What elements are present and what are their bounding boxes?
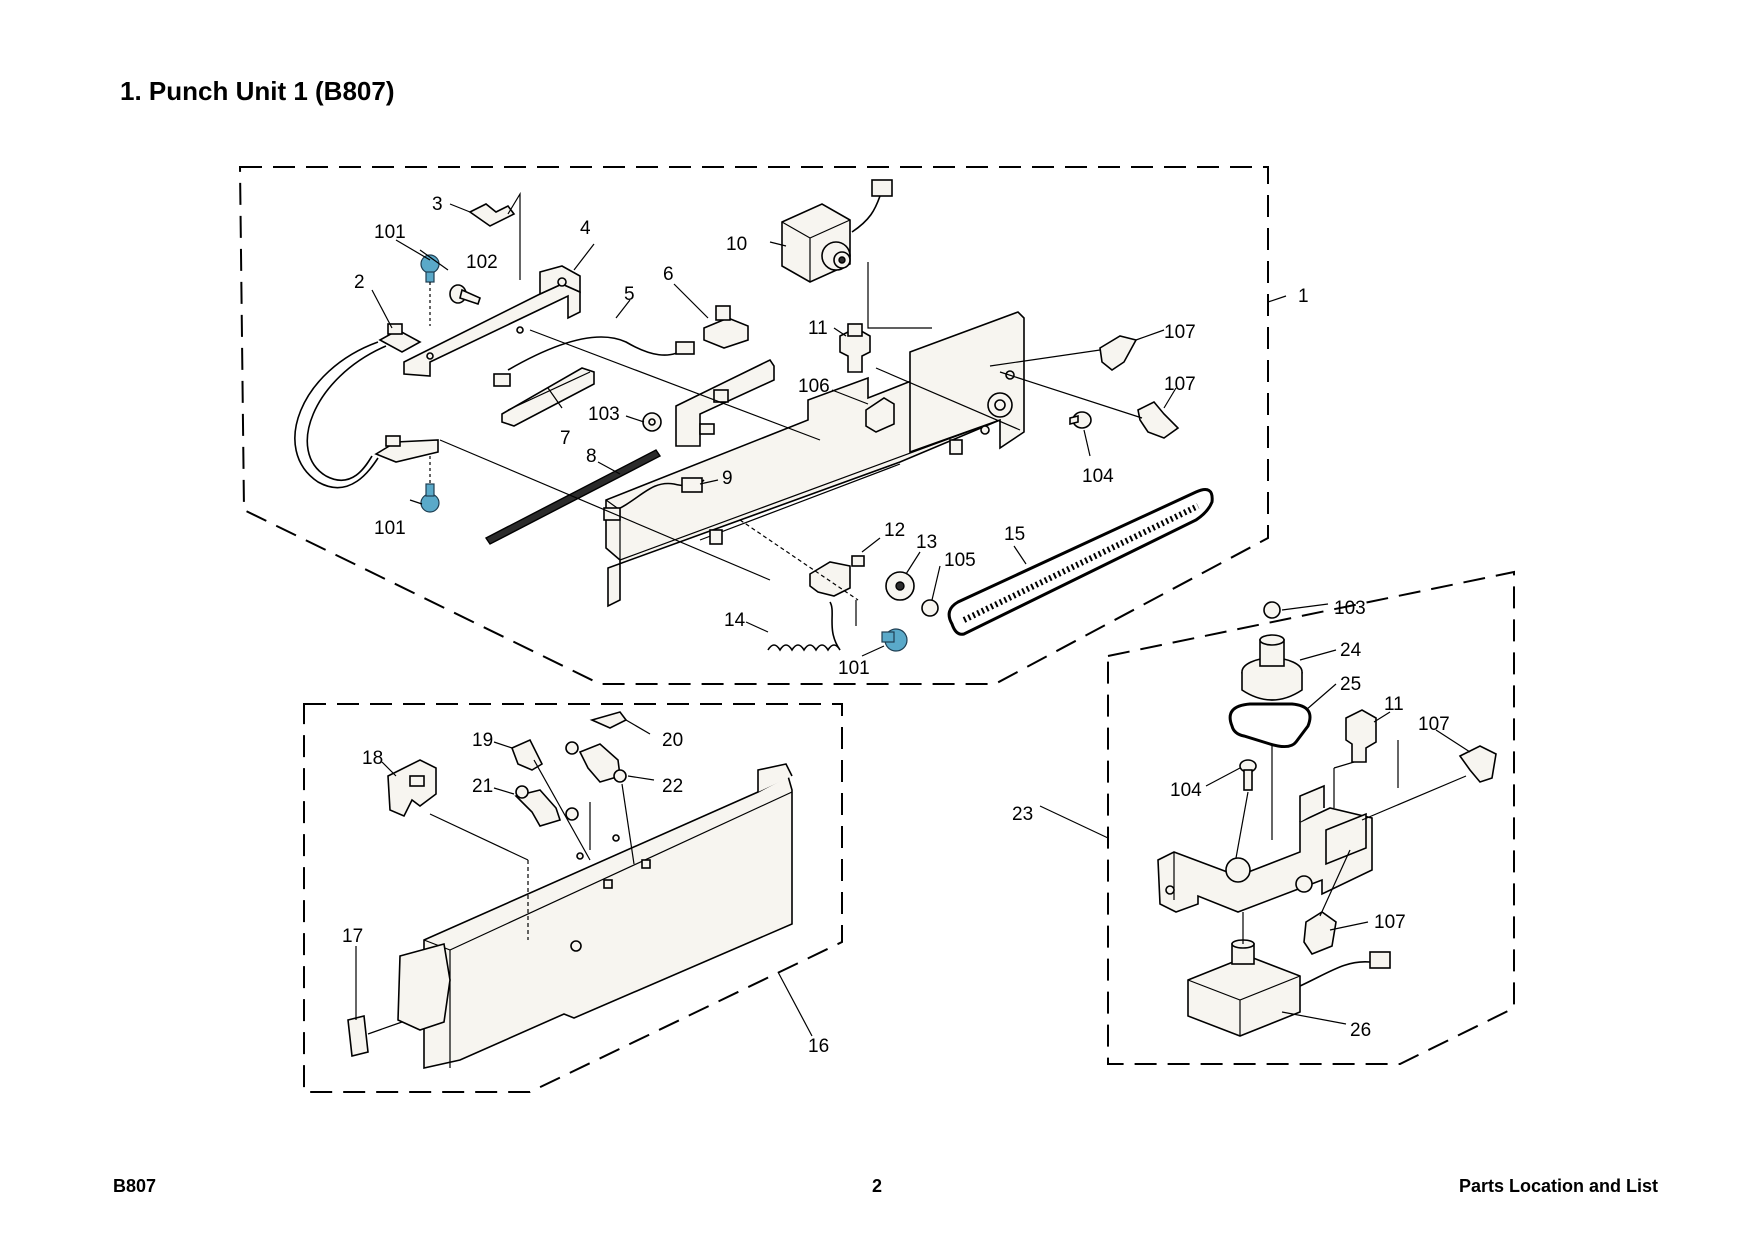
harness-5 (507, 336, 687, 371)
callout-103-a: 103 (588, 404, 620, 425)
motor-bracket-23 (1157, 784, 1373, 913)
callout-20: 20 (662, 730, 683, 751)
screw-104-b (1239, 759, 1257, 791)
callout-4: 4 (580, 218, 591, 239)
sensor-harness-inner (306, 345, 387, 482)
drive-motor-26 (1187, 939, 1391, 1037)
callout-107-a: 107 (1164, 322, 1196, 343)
sensor-bracket (403, 265, 581, 377)
screw-101-lower (420, 483, 440, 513)
spring-14 (767, 601, 841, 652)
callout-2: 2 (354, 272, 365, 293)
paper-sensor-upper (378, 323, 422, 353)
callout-101-a: 101 (374, 222, 406, 243)
screw-104 (1069, 411, 1092, 429)
callout-102: 102 (466, 252, 498, 273)
feeler-20 (589, 711, 628, 729)
screw-101-bottom (881, 628, 908, 652)
callout-15: 15 (1004, 524, 1025, 545)
harness-clamp-11 (839, 323, 871, 373)
callout-labels: 1 2 3 4 5 6 7 8 9 10 11 11 12 13 14 15 1… (342, 194, 1450, 1057)
e-ring-105 (921, 599, 939, 617)
clamp-107-d (1303, 911, 1337, 955)
side-frame-plate (909, 311, 1025, 454)
label-17 (347, 1015, 369, 1057)
callout-101-c: 101 (838, 658, 870, 679)
callout-104-b: 104 (1170, 780, 1202, 801)
harness-clamp-11-b (1345, 709, 1377, 763)
callout-106: 106 (798, 376, 830, 397)
sensor-18 (387, 759, 437, 818)
callout-101-b: 101 (374, 518, 406, 539)
small-bracket (468, 203, 516, 227)
page-number: 2 (871, 1176, 882, 1196)
sensor-mount-block (675, 358, 775, 447)
group-boundary-punch-unit (238, 166, 1269, 685)
pulley-gear-24 (1241, 634, 1303, 701)
callout-25: 25 (1340, 674, 1361, 695)
callout-11-b: 11 (1384, 694, 1404, 715)
callout-103-b: 103 (1334, 598, 1366, 619)
callout-21: 21 (472, 776, 493, 797)
callout-107-b: 107 (1164, 374, 1196, 395)
callout-6: 6 (663, 264, 674, 285)
solenoid-22 (565, 741, 627, 783)
callout-3: 3 (432, 194, 443, 215)
callout-17: 17 (342, 926, 363, 947)
callout-18: 18 (362, 748, 383, 769)
callout-107-d: 107 (1374, 912, 1406, 933)
callout-16: 16 (808, 1036, 829, 1057)
e-ring-103-b (1263, 601, 1281, 619)
callout-107-c: 107 (1418, 714, 1450, 735)
sensor-6 (703, 305, 749, 349)
gear-bracket-12 (809, 555, 865, 597)
footer-section: Parts Location and List (1458, 1176, 1658, 1196)
group-boundary-hopper (303, 703, 843, 1093)
callout-5: 5 (624, 284, 635, 305)
clamp-107-c (1458, 745, 1497, 783)
callout-105: 105 (944, 550, 976, 571)
callout-13: 13 (916, 532, 937, 553)
callout-22: 22 (662, 776, 683, 797)
leader-lines-upper (371, 203, 1287, 657)
actuator-19 (510, 738, 544, 771)
screw-102 (449, 284, 481, 306)
callout-8: 8 (586, 446, 597, 467)
main-rail-bracket (605, 350, 1001, 608)
footer-model: B807 (113, 1176, 157, 1196)
punch-hopper (397, 763, 793, 1069)
clamp-107-a (1099, 335, 1138, 371)
page-title: 1. Punch Unit 1 (B807) (120, 76, 395, 106)
screw-101-upper (420, 254, 440, 283)
callout-24: 24 (1340, 640, 1362, 661)
leader-lines-motor-bracket (1039, 603, 1471, 1025)
callout-19: 19 (472, 730, 493, 751)
leader-lines-hopper (355, 719, 813, 1037)
timing-belt (947, 488, 1214, 636)
callout-104-a: 104 (1082, 466, 1114, 487)
callout-12: 12 (884, 520, 905, 541)
punch-motor (781, 179, 893, 283)
paper-sensor-lower (374, 435, 439, 463)
callout-26: 26 (1350, 1020, 1371, 1041)
callout-1: 1 (1298, 286, 1309, 307)
gear-13 (885, 571, 915, 601)
callout-9: 9 (722, 468, 733, 489)
callout-7: 7 (560, 428, 571, 449)
group-boundary-motor-bracket (1107, 570, 1515, 1065)
callout-11: 11 (808, 318, 828, 339)
clamp-107-b (1137, 401, 1180, 439)
assembly-lines-upper (439, 329, 1143, 626)
callout-23: 23 (1012, 804, 1033, 825)
drive-belt-25 (1228, 702, 1312, 749)
cable-guide-106 (865, 397, 895, 433)
sensor-harness (294, 341, 379, 489)
guide-bar (501, 367, 595, 427)
callout-14: 14 (724, 610, 746, 631)
solenoid-21 (514, 785, 579, 827)
callout-10: 10 (726, 234, 747, 255)
